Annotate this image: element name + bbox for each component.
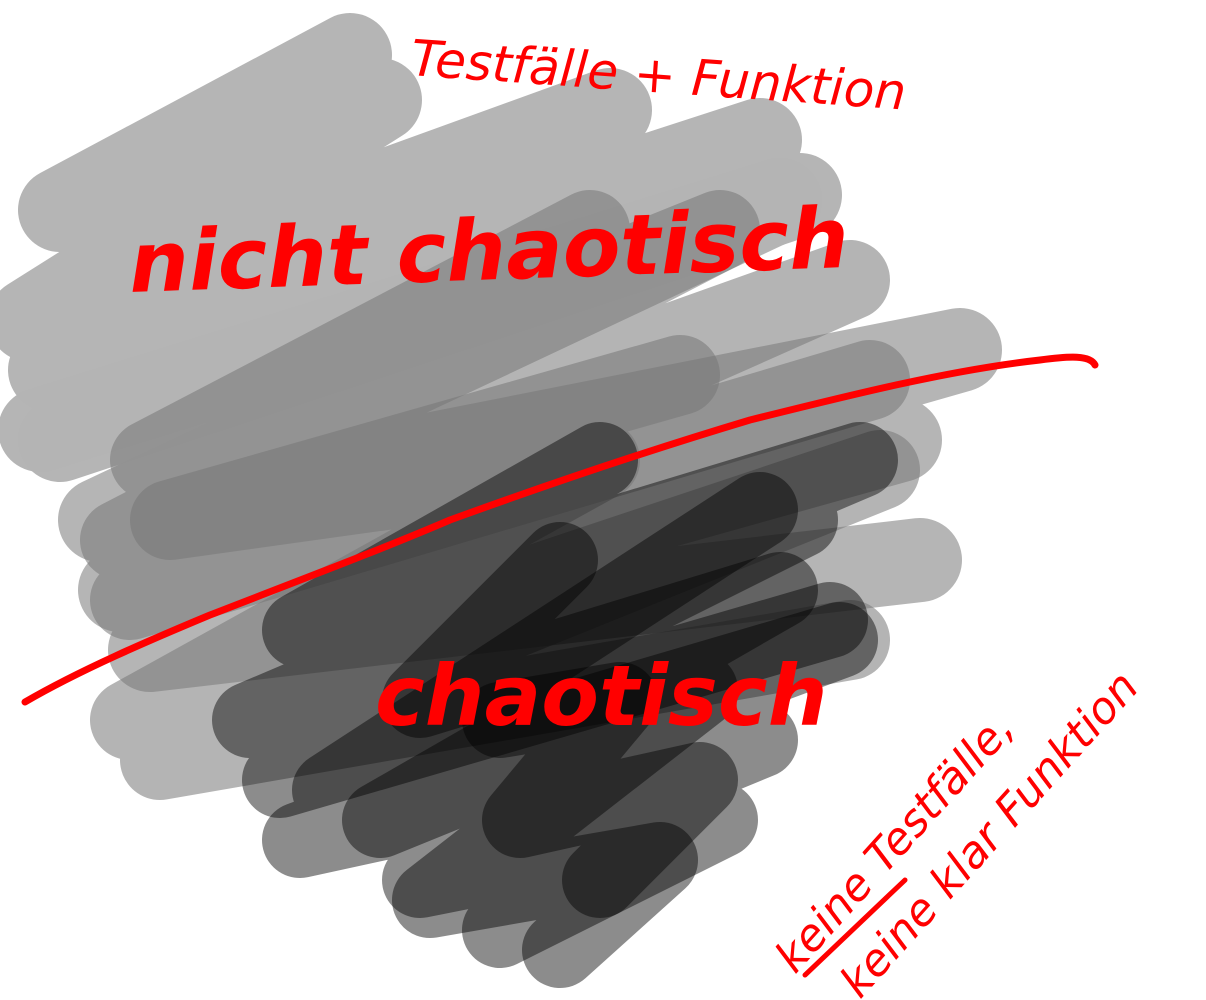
mid-scribbles [80, 190, 920, 800]
scribble-stroke [342, 522, 818, 988]
scribble-stroke [462, 662, 738, 918]
scribble-stroke [262, 472, 878, 968]
scribble-stroke [212, 422, 898, 818]
scribble-stroke [90, 335, 920, 800]
scribble-stroke [80, 190, 910, 640]
chaotic-label: chaotisch [375, 647, 828, 745]
dark-scribbles [212, 422, 898, 988]
divider-line [21, 353, 1099, 706]
underline [802, 877, 908, 978]
top-label: Testfälle + Funktion [409, 29, 908, 121]
